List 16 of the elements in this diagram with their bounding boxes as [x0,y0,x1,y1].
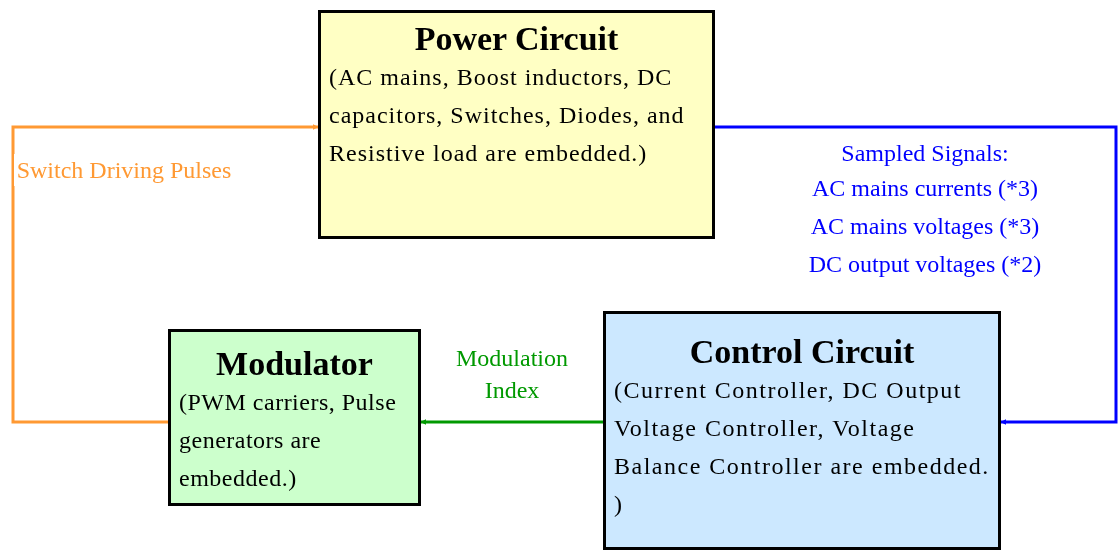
arrow [11,124,319,424]
signal-label: AC mains currents (*3) [811,174,1039,203]
modulator-box [168,329,421,506]
box-title: Control Circuit [688,332,916,372]
signal-label: DC output voltages (*2) [807,250,1043,279]
control-circuit-box [603,311,1001,550]
arrow [715,125,1118,425]
signal-label: AC mains voltages (*3) [809,212,1041,241]
box-description: (Current Controller, DC Output Voltage Controller, Voltage Balance Controller are embedded. ) [614,376,990,520]
box-title: Power Circuit [413,19,620,59]
box-description: (PWM carriers, Pulse generators are embedded.) [179,388,398,494]
edge-label: Switch Driving Pulses [14,154,234,186]
box-title: Modulator [215,344,374,384]
power-circuit-box [318,10,715,239]
box-description: (AC mains, Boost inductors, DC capacitors, Switches, Diodes, and Resistive load are embedded.) [329,63,686,169]
arrow [420,419,603,425]
